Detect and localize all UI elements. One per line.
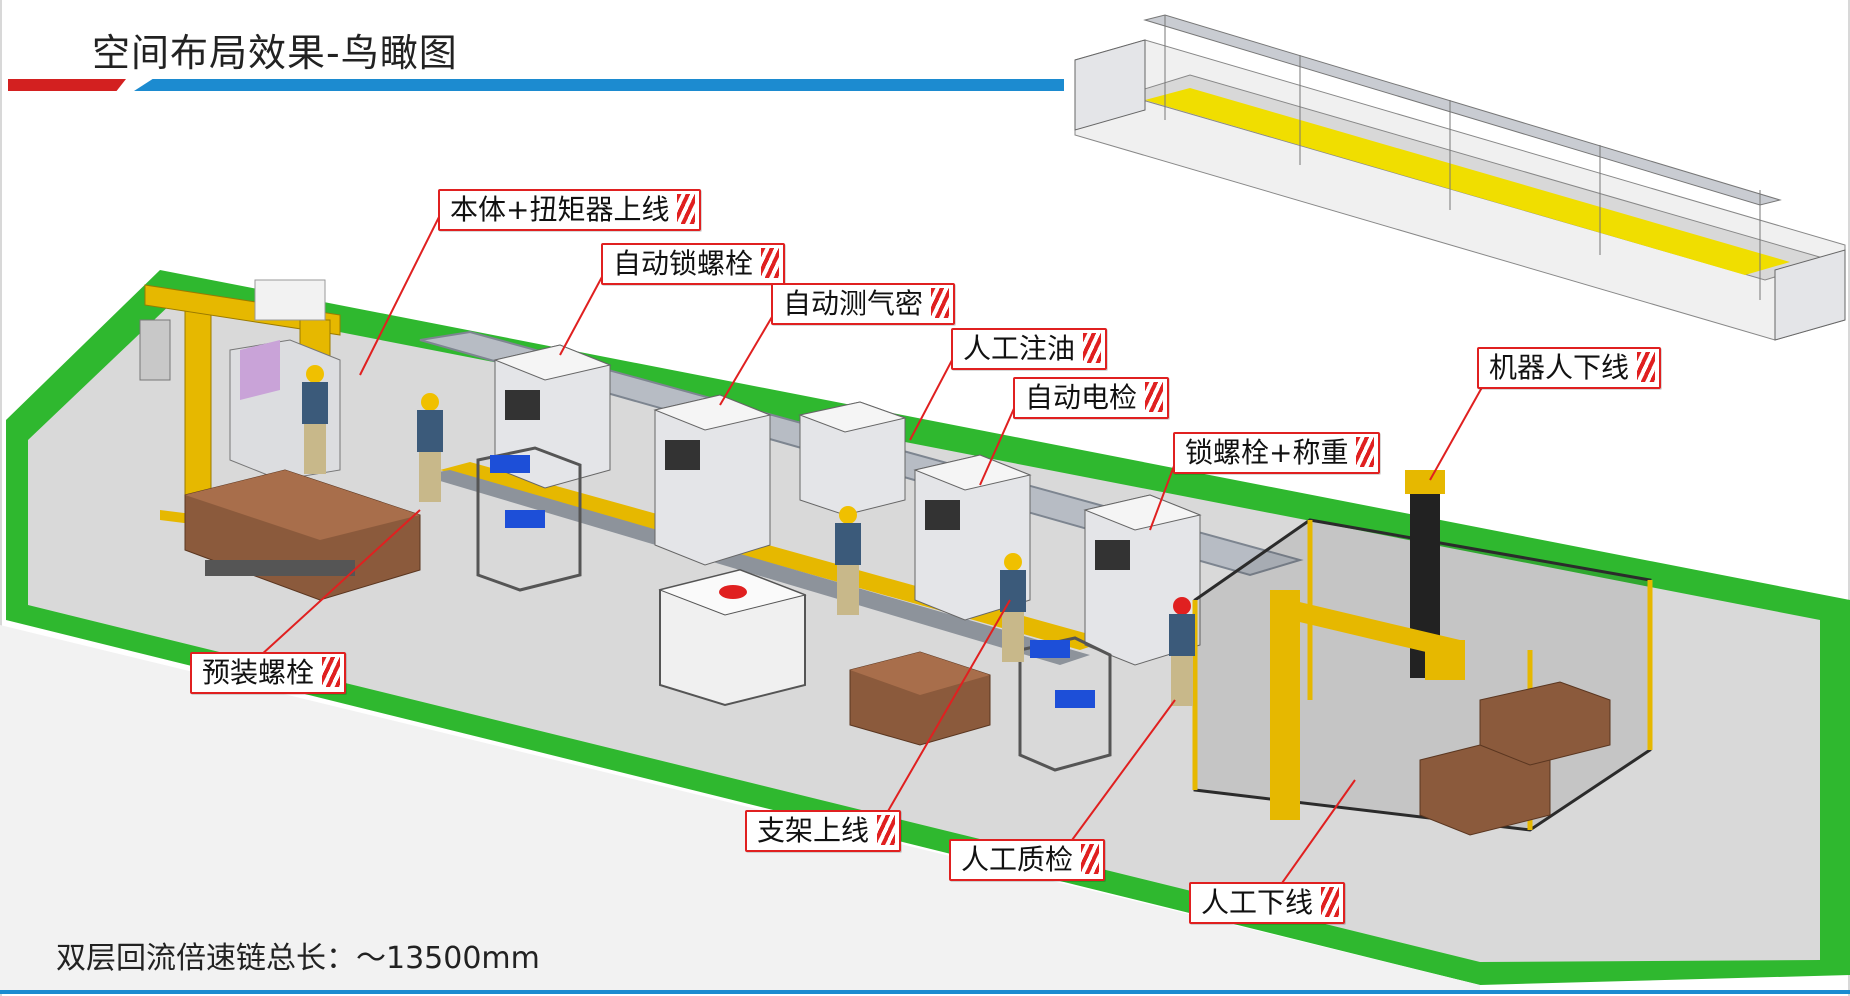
worker-5	[1169, 597, 1195, 706]
label-body-torque-loading: 本体+扭矩器上线	[438, 189, 702, 231]
ibc-tank	[658, 568, 807, 707]
slide-border-right	[1848, 0, 1850, 996]
worker-2	[417, 393, 443, 502]
shelf-carts	[476, 446, 1112, 772]
label-bolt-locking-weighing: 锁螺栓+称重	[1173, 432, 1381, 474]
label-auto-electrical-test: 自动电检	[1013, 377, 1170, 419]
worker-4	[1000, 553, 1026, 662]
label-manual-unloading: 人工下线	[1189, 882, 1346, 924]
worker-1	[302, 365, 328, 474]
boxes-pallet-left	[184, 469, 421, 601]
label-manual-quality-check: 人工质检	[949, 839, 1106, 881]
footer-blue-line	[0, 990, 1850, 994]
label-pre-install-bolts: 预装螺栓	[190, 652, 347, 694]
robot-cell	[1192, 470, 1653, 836]
header-blue-bar	[134, 79, 1064, 91]
page-title: 空间布局效果-鸟瞰图	[92, 31, 458, 75]
station-air-tightness	[653, 394, 772, 566]
worker-3	[835, 506, 861, 615]
station-electrical	[913, 454, 1032, 621]
floor-lower-white	[0, 625, 1480, 990]
boxes-pallet-center	[849, 651, 991, 746]
label-robot-unloading: 机器人下线	[1477, 347, 1662, 389]
conveyor-base	[420, 470, 1090, 665]
station-cabinets	[493, 344, 1202, 666]
slide-border-left	[0, 0, 2, 996]
workers	[302, 365, 1195, 706]
overview-inset	[1074, 14, 1846, 341]
label-manual-oil-filling: 人工注油	[951, 328, 1108, 370]
label-bracket-loading: 支架上线	[745, 810, 902, 852]
station-oil	[798, 401, 907, 516]
label-auto-air-tightness: 自动测气密	[771, 283, 956, 325]
header-red-bar	[8, 79, 126, 91]
label-auto-bolt-locking: 自动锁螺栓	[601, 243, 786, 285]
footer-note: 双层回流倍速链总长：～13500mm	[56, 941, 540, 976]
